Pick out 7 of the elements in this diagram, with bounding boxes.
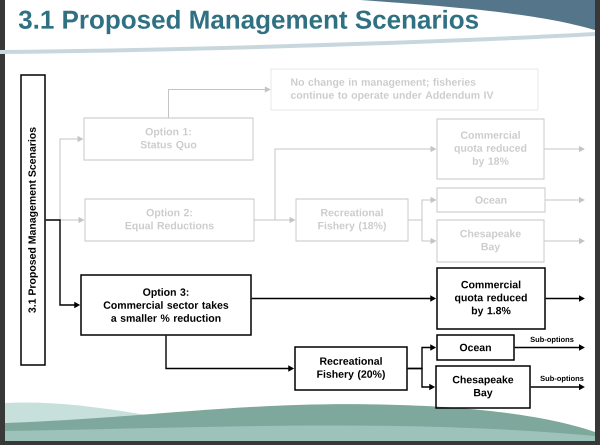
region-box: Ocean — [436, 334, 515, 361]
vertical-label-box: 3.1 Proposed Management Scenarios — [20, 74, 46, 366]
slide-title: 3.1 Proposed Management Scenarios — [18, 10, 478, 34]
region-box: Chesapeake Bay — [435, 365, 531, 409]
result-box: Commercial quota reduced by 1.8% — [436, 267, 546, 330]
option-box: Option 3: Commercial sector takes a smaller % reduction — [80, 274, 252, 336]
process-box: Recreational Fishery (20%) — [294, 346, 408, 391]
